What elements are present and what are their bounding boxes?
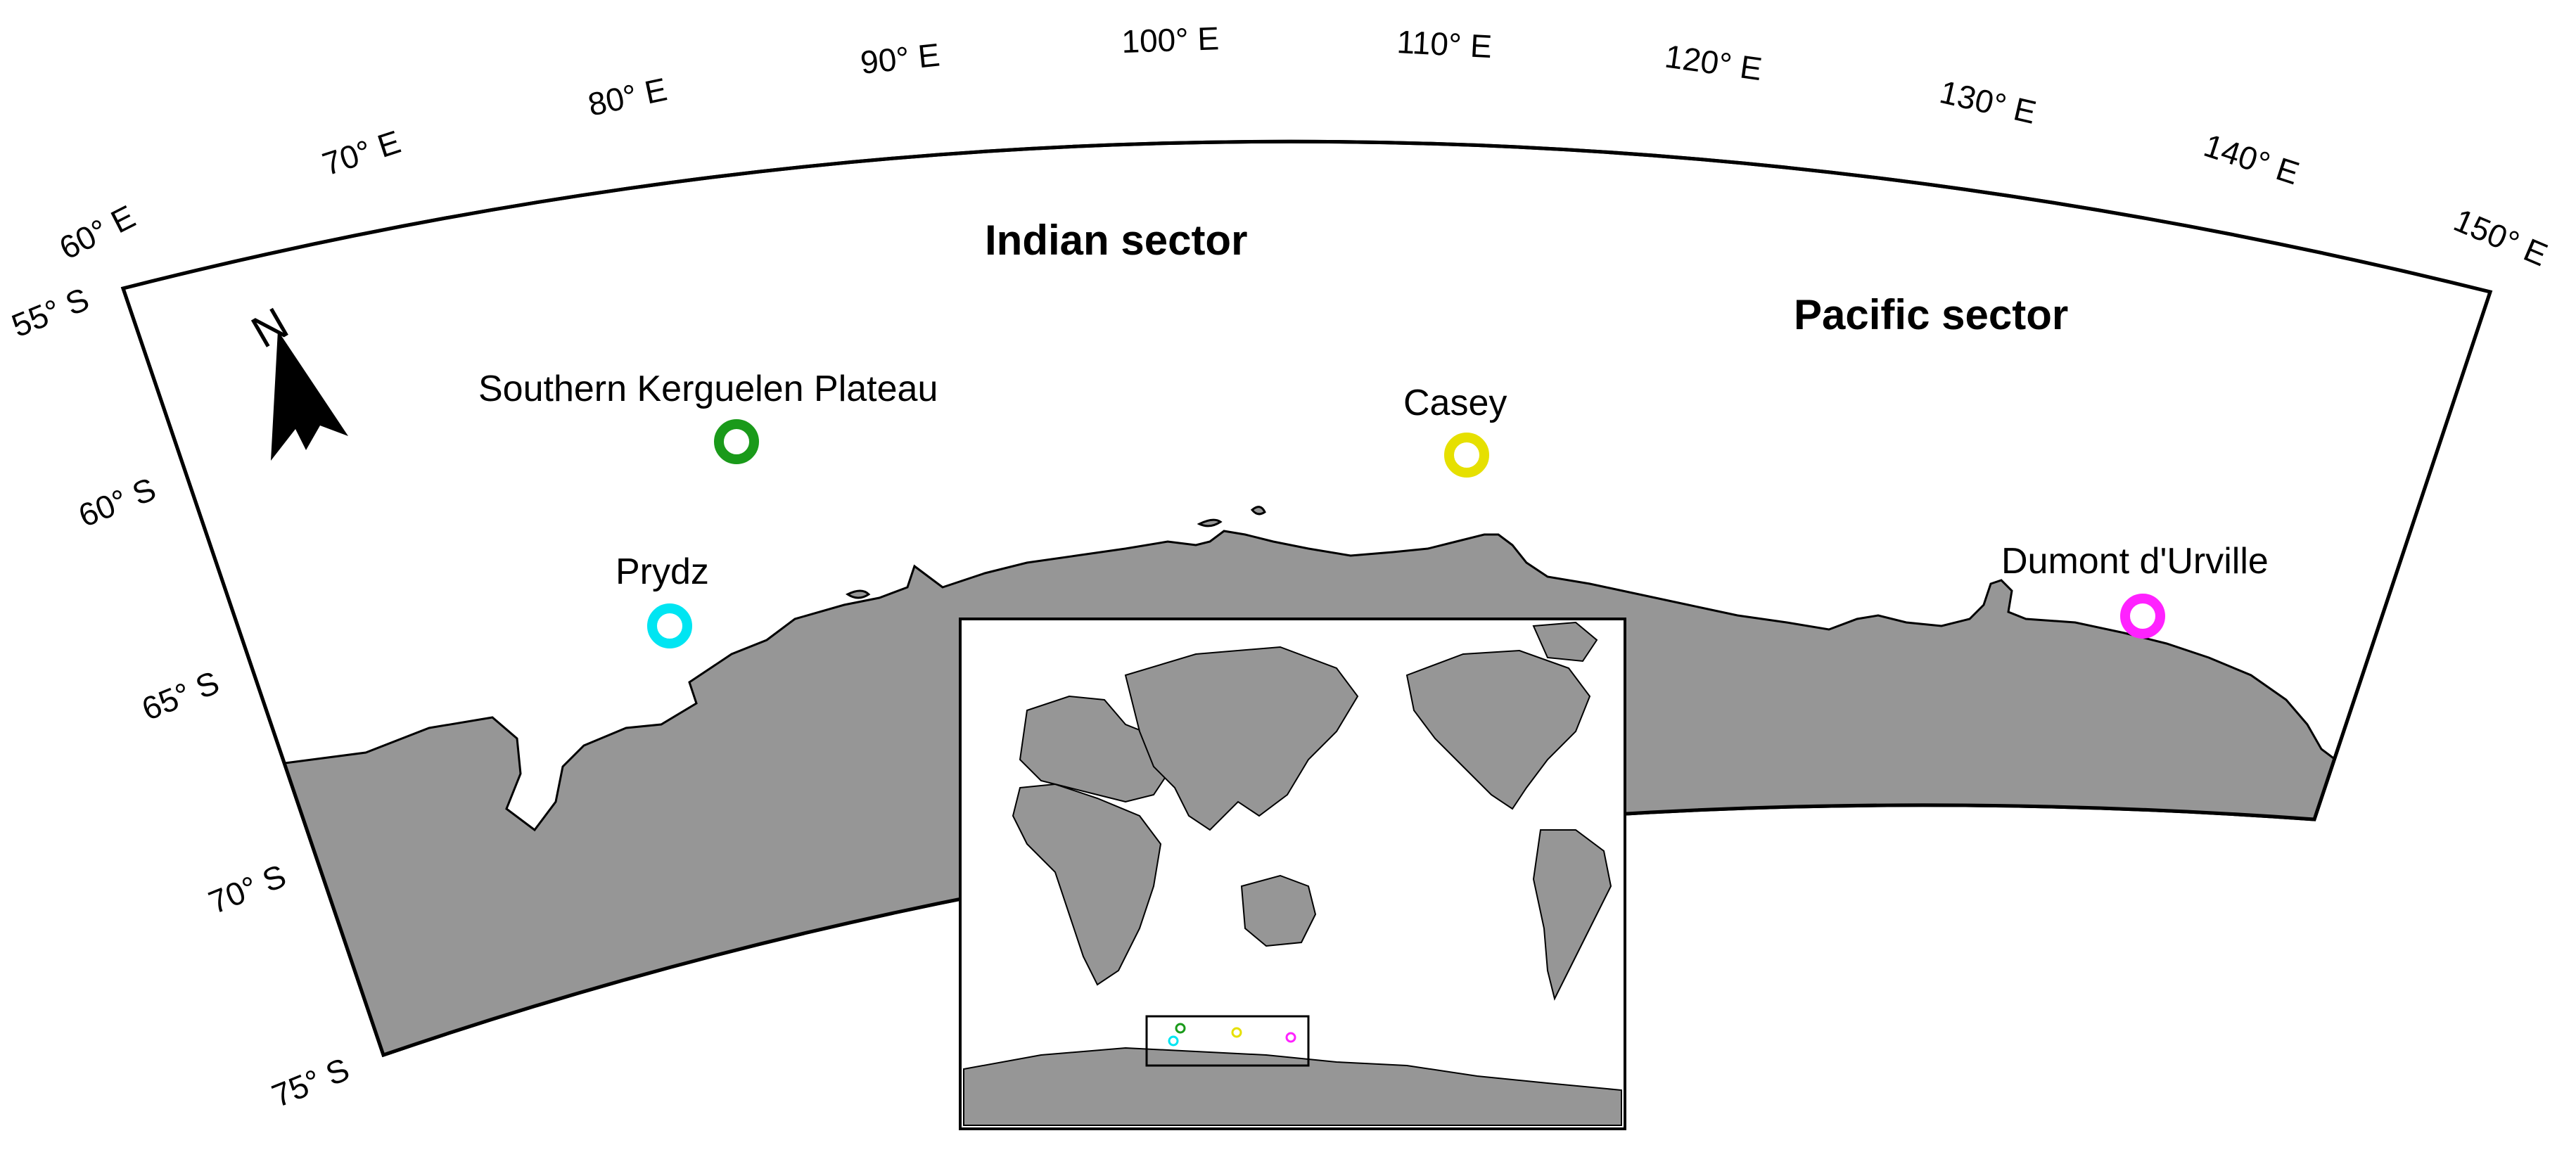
lat-label-75: 75° S [267,1051,354,1115]
lon-label-110: 110° E [1396,23,1493,65]
lon-label-90: 90° E [859,36,942,81]
site-marker-icon [1444,433,1489,478]
lat-label-65: 65° S [136,664,224,728]
lon-label-60: 60° E [53,198,141,267]
site-label: Southern Kerguelen Plateau [478,369,938,409]
lon-label-100: 100° E [1121,20,1220,60]
lon-label-70: 70° E [318,123,405,182]
lon-label-120: 120° E [1663,37,1764,87]
site-marker-icon [2120,594,2165,639]
lon-label-150: 150° E [2449,201,2553,273]
site-marker-icon [647,603,692,648]
lon-label-80: 80° E [585,70,670,122]
site-prydz: Prydz [616,551,709,648]
site-label: Casey [1403,383,1507,423]
lon-label-140: 140° E [2200,127,2304,191]
lat-label-70: 70° S [203,857,291,921]
sector-label-indian: Indian sector [985,217,1247,264]
site-dumont-durville: Dumont d'Urville [2001,541,2269,639]
lat-label-60: 60° S [73,471,160,535]
sector-label-pacific: Pacific sector [1794,291,2068,338]
site-southern-kerguelen-plateau: Southern Kerguelen Plateau [478,369,938,464]
lat-label-55: 55° S [6,281,94,345]
site-casey: Casey [1403,383,1507,478]
world-map-inset [959,618,1626,1130]
lon-label-130: 130° E [1937,73,2040,131]
site-label: Dumont d'Urville [2001,541,2269,582]
site-label: Prydz [616,551,709,592]
site-marker-icon [714,419,759,464]
